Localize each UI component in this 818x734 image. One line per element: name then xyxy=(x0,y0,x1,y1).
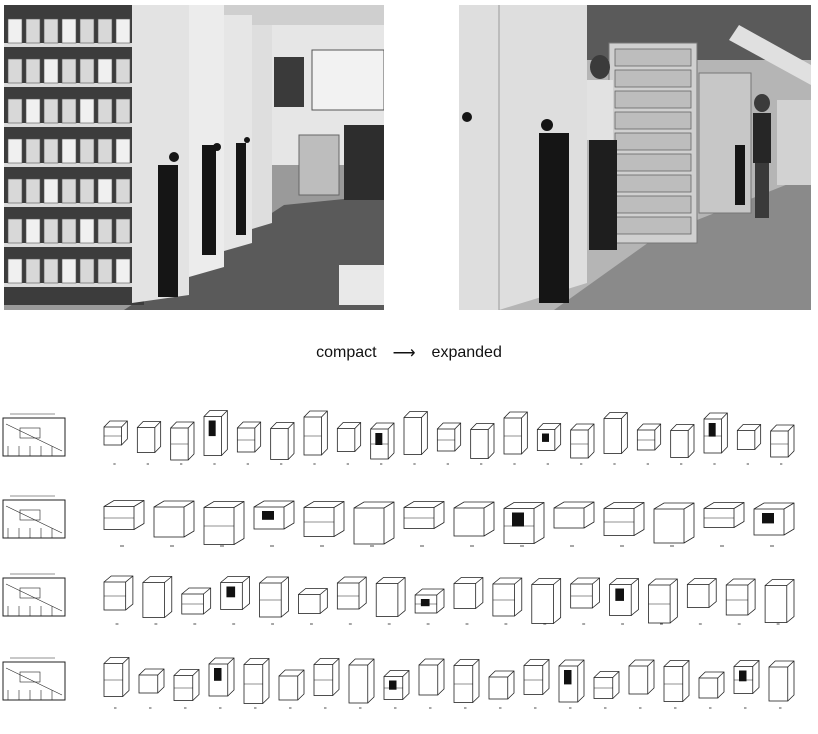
cabinet-drawing-view xyxy=(336,422,362,465)
cabinet-drawing-view xyxy=(453,659,480,709)
cabinet-drawing-view xyxy=(243,658,270,709)
compact-label: compact xyxy=(316,344,377,361)
cabinet-drawing-view xyxy=(403,411,428,465)
cabinet-drawing-view xyxy=(703,502,745,547)
cabinet-drawing-view xyxy=(670,424,695,465)
cabinet-drawing-view xyxy=(418,658,445,709)
cabinet-drawing-view xyxy=(348,658,375,709)
cabinet-drawing-view xyxy=(703,412,728,465)
cabinet-drawing-view xyxy=(570,423,595,465)
expanded-label: expanded xyxy=(431,344,502,361)
cabinet-drawing-view xyxy=(764,579,795,625)
cabinet-drawing-view xyxy=(173,669,200,709)
floor-plan-drawing-row-3 xyxy=(2,573,66,617)
cabinet-drawing-view xyxy=(414,588,445,625)
cabinet-drawing-view xyxy=(698,671,725,709)
cabinet-drawing-view xyxy=(553,501,595,547)
cabinet-drawing-view xyxy=(492,577,523,625)
cabinet-drawing-view xyxy=(470,423,495,465)
cabinet-drawing-view xyxy=(593,671,620,709)
cabinet-drawing-view xyxy=(753,502,795,547)
cabinet-drawing-view xyxy=(370,422,395,465)
cabinet-drawing-view xyxy=(138,668,165,709)
floor-plan-drawing-row-2 xyxy=(2,495,66,539)
cabinet-drawing-view xyxy=(103,500,145,547)
cabinet-drawing-view xyxy=(636,423,662,465)
right-arrow-icon: ⟶ xyxy=(392,345,416,362)
floor-plan-drawing-row-4 xyxy=(2,657,66,701)
cabinet-drawing-view xyxy=(353,501,395,547)
cabinet-drawing-view xyxy=(733,660,760,709)
cabinet-drawing-view xyxy=(436,422,462,465)
cabinet-drawing-view xyxy=(686,578,717,625)
cabinet-drawing-view xyxy=(653,502,695,547)
cabinet-drawing-view xyxy=(170,421,195,465)
cabinet-drawing-view xyxy=(603,502,645,547)
cabinet-drawing-view xyxy=(259,576,289,625)
technical-drawings xyxy=(0,388,818,728)
cabinet-drawing-view xyxy=(375,577,406,625)
cabinet-drawing-view xyxy=(570,577,600,625)
compact-shelving-photo xyxy=(4,5,384,310)
cabinet-drawing-view xyxy=(503,411,528,465)
cabinet-drawing-view xyxy=(503,502,545,547)
cabinet-drawing-view xyxy=(181,587,212,625)
cabinet-drawing-view xyxy=(453,577,484,625)
cabinet-drawing-view xyxy=(725,578,756,625)
cabinet-drawing-view xyxy=(103,575,134,625)
cabinet-drawing-view xyxy=(203,501,245,547)
cabinet-drawing-view xyxy=(609,578,639,625)
cabinet-drawing-view xyxy=(303,501,345,547)
cabinet-drawing-view xyxy=(648,578,678,625)
cabinet-drawing-view xyxy=(203,410,228,465)
cabinet-drawing-view xyxy=(536,423,562,465)
floor-plan-drawing-row-1 xyxy=(2,413,66,457)
cabinet-drawing-view xyxy=(103,420,128,465)
cabinet-drawing-view xyxy=(303,410,328,465)
cabinet-drawing-view xyxy=(136,421,162,465)
cabinet-drawing-view xyxy=(736,424,762,465)
cabinet-drawing-view xyxy=(403,501,445,547)
cabinet-drawing-view xyxy=(236,421,262,465)
cabinet-drawing-view xyxy=(336,576,367,625)
cabinet-drawing-view xyxy=(488,670,515,709)
cabinet-drawing-view xyxy=(253,500,295,547)
cabinet-drawing-view xyxy=(523,659,550,709)
compact-expanded-caption: compact ⟶ expanded xyxy=(0,340,818,366)
cabinet-drawing-view xyxy=(453,501,495,547)
cabinet-drawing-view xyxy=(558,659,585,709)
cabinet-drawing-view xyxy=(770,424,795,465)
cabinet-drawing-view xyxy=(531,578,562,625)
expanded-shelving-photo xyxy=(459,5,811,310)
cabinet-drawing-view xyxy=(142,576,173,625)
cabinet-drawing-view xyxy=(313,658,340,709)
cabinet-drawing-view xyxy=(270,422,295,465)
cabinet-drawing-view xyxy=(208,657,235,709)
cabinet-drawing-view xyxy=(153,500,195,547)
cabinet-drawing-view xyxy=(603,412,628,465)
cabinet-drawing-view xyxy=(298,588,328,625)
cabinet-drawing-view xyxy=(768,660,795,709)
cabinet-drawing-view xyxy=(220,576,250,625)
cabinet-drawing-view xyxy=(103,657,130,709)
cabinet-drawing-view xyxy=(663,660,690,709)
cabinet-drawing-view xyxy=(628,659,655,709)
cabinet-drawing-view xyxy=(278,669,305,709)
cabinet-drawing-view xyxy=(383,670,410,709)
